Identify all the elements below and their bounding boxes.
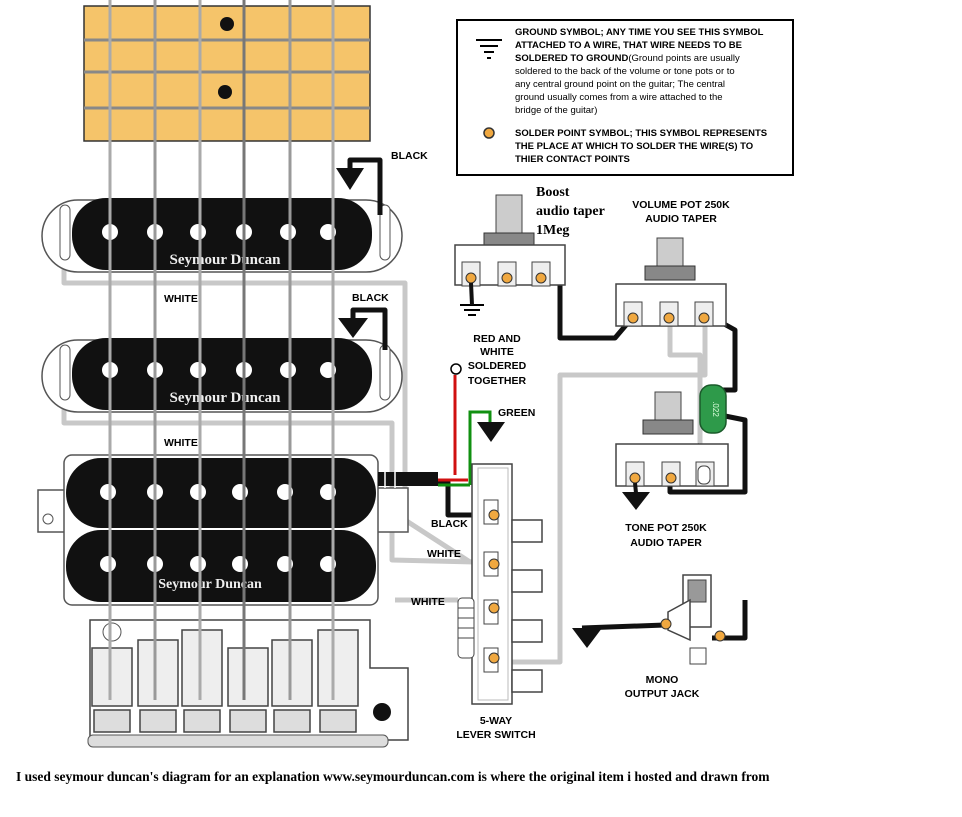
red-white-note-line2: WHITE xyxy=(480,346,514,358)
boost-pot xyxy=(454,194,566,306)
red-white-junction xyxy=(450,363,462,375)
neck-white-label: WHITE xyxy=(164,293,198,305)
five-way-switch xyxy=(457,463,543,705)
legend-ground-line1: GROUND SYMBOL; ANY TIME YOU SEE THIS SYM… xyxy=(515,27,764,38)
red-white-note-line3: SOLDERED xyxy=(468,360,527,372)
ground-icons xyxy=(336,168,650,648)
red-white-note-line1: RED AND xyxy=(473,333,521,345)
hb-black-label: BLACK xyxy=(431,518,468,530)
legend-ground-note-b: soldered to the back of the volume or to… xyxy=(515,66,735,77)
boost-ground-icon xyxy=(460,304,484,316)
neck-pickup: Seymour Duncan xyxy=(41,198,403,273)
legend-ground-note-c: any central ground point on the guitar; … xyxy=(515,79,725,90)
middle-black-label: BLACK xyxy=(352,292,389,304)
legend-ground-line3: SOLDERED TO GROUND xyxy=(515,53,628,64)
legend-solder-line2: THE PLACE AT WHICH TO SOLDER THE WIRE(S)… xyxy=(515,141,753,152)
red-white-note-line4: TOGETHER xyxy=(468,375,527,387)
switch-label-line2: LEVER SWITCH xyxy=(456,729,535,741)
volume-label-line2: AUDIO TAPER xyxy=(645,213,717,225)
solder-point-icon xyxy=(483,127,495,139)
tone-pot xyxy=(615,391,729,494)
middle-pickup-brand: Seymour Duncan xyxy=(170,390,282,406)
hb-white-label-1: WHITE xyxy=(427,548,461,560)
colored-wires xyxy=(438,375,492,487)
jack-label-line1: MONO xyxy=(646,674,679,686)
bridge xyxy=(87,619,409,748)
strings xyxy=(108,0,335,700)
volume-label-line1: VOLUME POT 250K xyxy=(632,199,730,211)
switch-label-line1: 5-WAY xyxy=(480,715,512,727)
boost-label-line2: audio taper xyxy=(536,204,605,219)
neck-pickup-brand: Seymour Duncan xyxy=(170,252,282,268)
boost-label-line3: 1Meg xyxy=(536,223,569,238)
fretboard xyxy=(83,5,371,142)
boost-label-line1: Boost xyxy=(536,185,570,200)
middle-white-label: WHITE xyxy=(164,437,198,449)
legend-ground-note-a: (Ground points are usually xyxy=(628,53,740,64)
legend-ground-note-d: ground usually comes from a wire attache… xyxy=(515,92,723,103)
legend-ground-note-e: bridge of the guitar) xyxy=(515,105,597,116)
green-label: GREEN xyxy=(498,407,535,419)
jack-label-line2: OUTPUT JACK xyxy=(625,688,700,700)
middle-pickup: Seymour Duncan xyxy=(41,338,403,413)
legend-box: GROUND SYMBOL; ANY TIME YOU SEE THIS SYM… xyxy=(456,19,794,176)
volume-pot xyxy=(615,237,727,327)
legend-solder-line1: SOLDER POINT SYMBOL; THIS SYMBOL REPRESE… xyxy=(515,128,767,139)
legend-solder-line3: THIER CONTACT POINTS xyxy=(515,154,630,165)
humbucker-brand: Seymour Duncan xyxy=(158,577,262,592)
legend-ground-line2: ATTACHED TO A WIRE, THAT WIRE NEEDS TO B… xyxy=(515,40,742,51)
output-jack xyxy=(660,574,726,665)
bridge-humbucker: Seymour Duncan xyxy=(37,454,438,606)
legend-ground-line3-wrap: SOLDERED TO GROUND(Ground points are usu… xyxy=(515,53,740,64)
ground-symbol-icon xyxy=(476,39,502,59)
saddles xyxy=(91,629,359,733)
hb-white-label-2: WHITE xyxy=(411,596,445,608)
capacitor: .022 xyxy=(699,384,727,434)
source-caption: I used seymour duncan's diagram for an e… xyxy=(16,769,770,784)
capacitor-label: .022 xyxy=(711,401,720,417)
tone-label-line1: TONE POT 250K xyxy=(625,522,707,534)
neck-black-label: BLACK xyxy=(391,150,428,162)
tone-label-line2: AUDIO TAPER xyxy=(630,537,702,549)
